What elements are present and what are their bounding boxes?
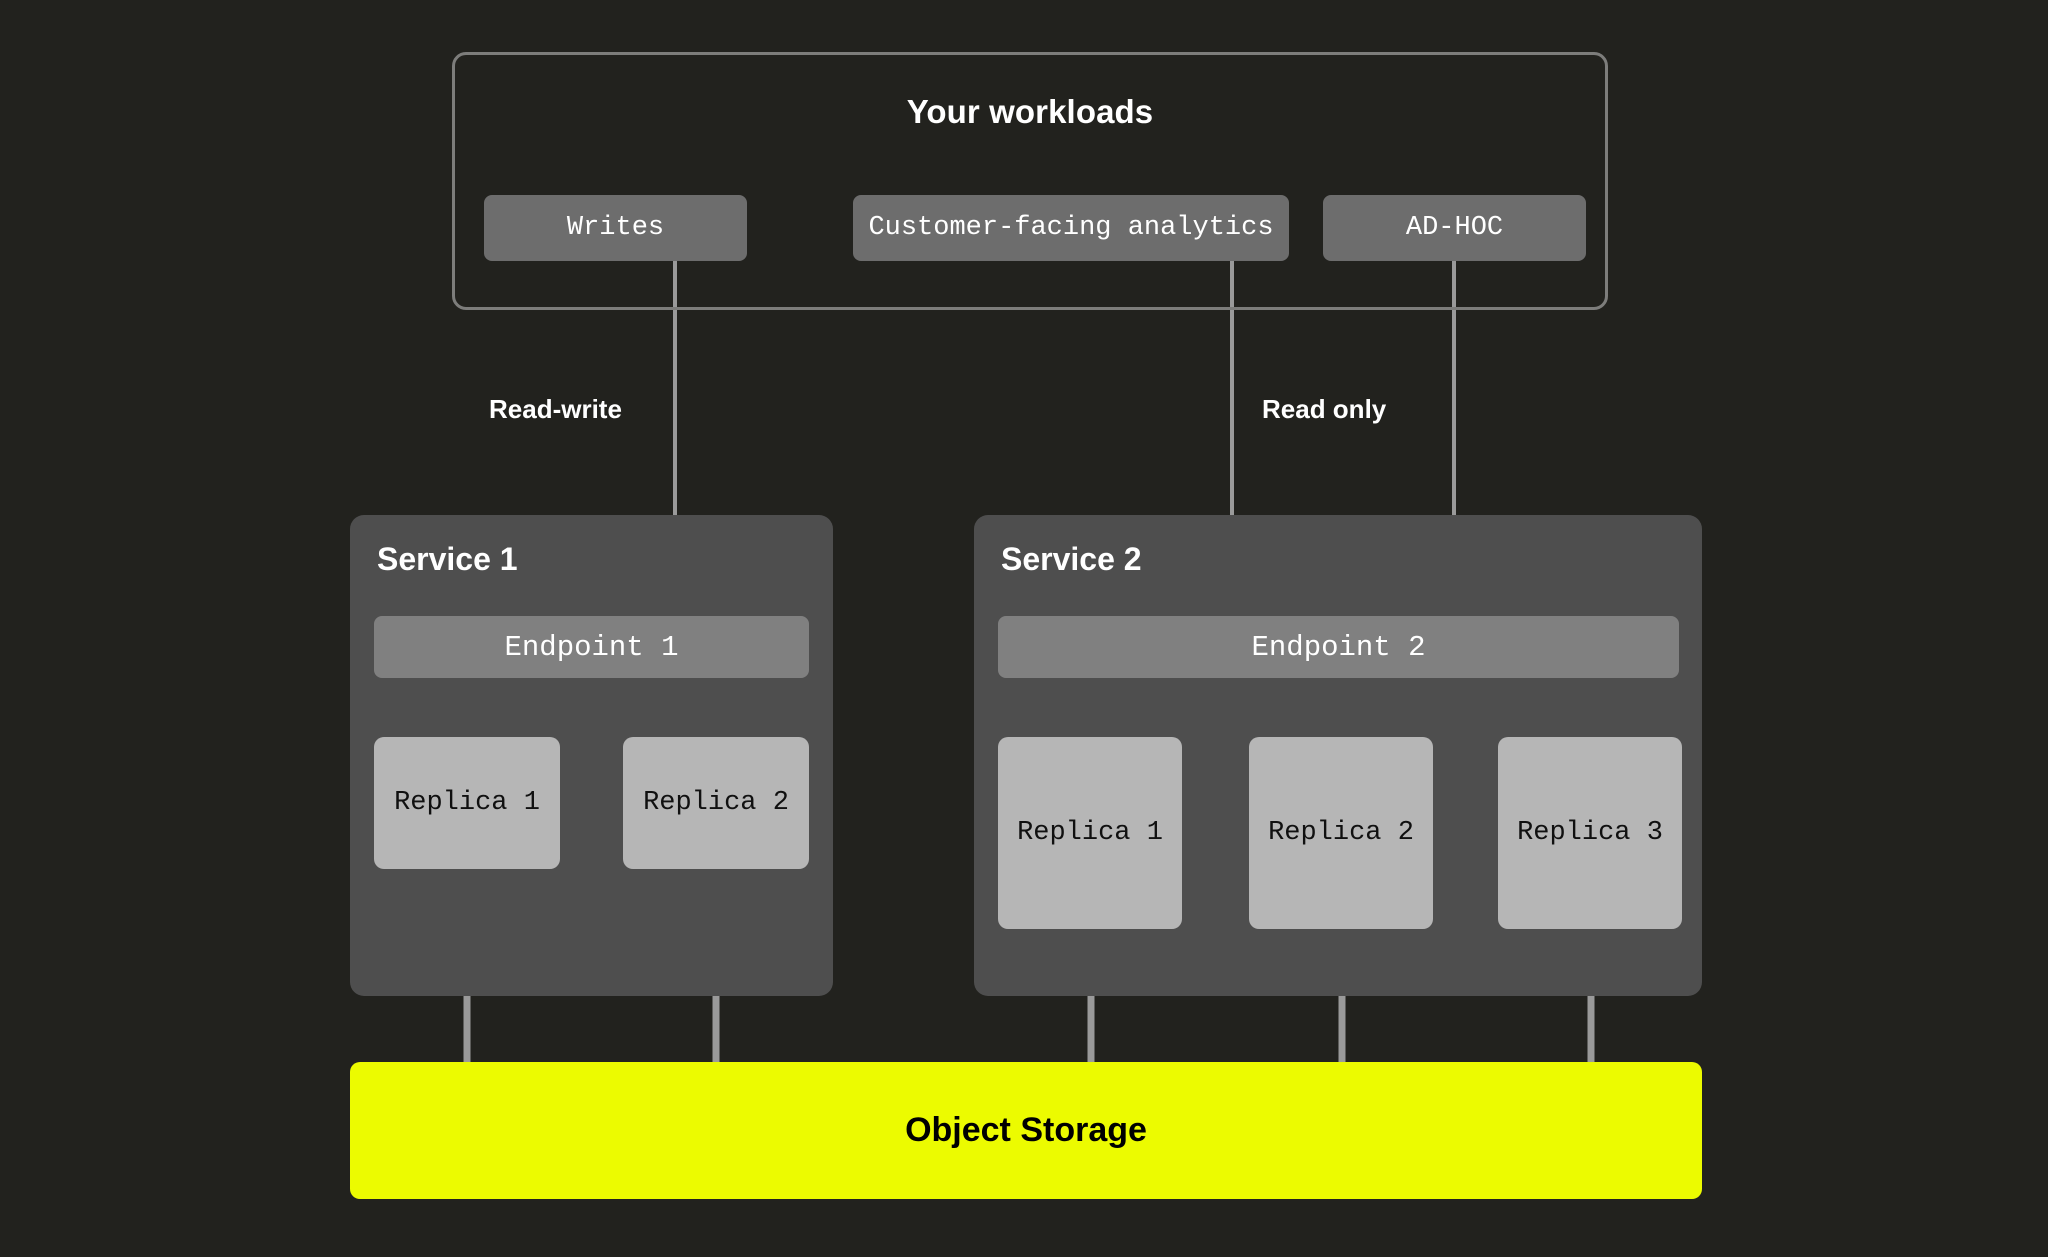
object-storage-bar[interactable]: Object Storage [350, 1062, 1702, 1199]
workload-chip-writes[interactable]: Writes [484, 195, 747, 261]
workload-chip-ad-hoc[interactable]: AD-HOC [1323, 195, 1586, 261]
service-2-replica-3[interactable]: Replica 3 [1498, 737, 1682, 929]
workloads-title: Your workloads [906, 93, 1154, 130]
edge-label-read-write: Read-write [489, 394, 622, 424]
service-panel-2[interactable]: Service 2 Endpoint 2 Replica 1 Replica 2… [974, 515, 1702, 996]
service-1-title: Service 1 [377, 541, 518, 577]
service-1-replica-1[interactable]: Replica 1 [374, 737, 560, 869]
service-1-replica-2[interactable]: Replica 2 [623, 737, 809, 869]
service-2-replica-1[interactable]: Replica 1 [998, 737, 1182, 929]
edge-label-read-only: Read only [1262, 394, 1387, 424]
service-2-title: Service 2 [1001, 541, 1142, 577]
service-2-replica-2[interactable]: Replica 2 [1249, 737, 1433, 929]
endpoint-2[interactable]: Endpoint 2 [998, 616, 1679, 678]
workloads-group: Your workloads Writes Customer-facing an… [452, 52, 1608, 310]
service-panel-1[interactable]: Service 1 Endpoint 1 Replica 1 Replica 2 [350, 515, 833, 996]
workload-chip-customer-facing-analytics[interactable]: Customer-facing analytics [853, 195, 1289, 261]
endpoint-1[interactable]: Endpoint 1 [374, 616, 809, 678]
